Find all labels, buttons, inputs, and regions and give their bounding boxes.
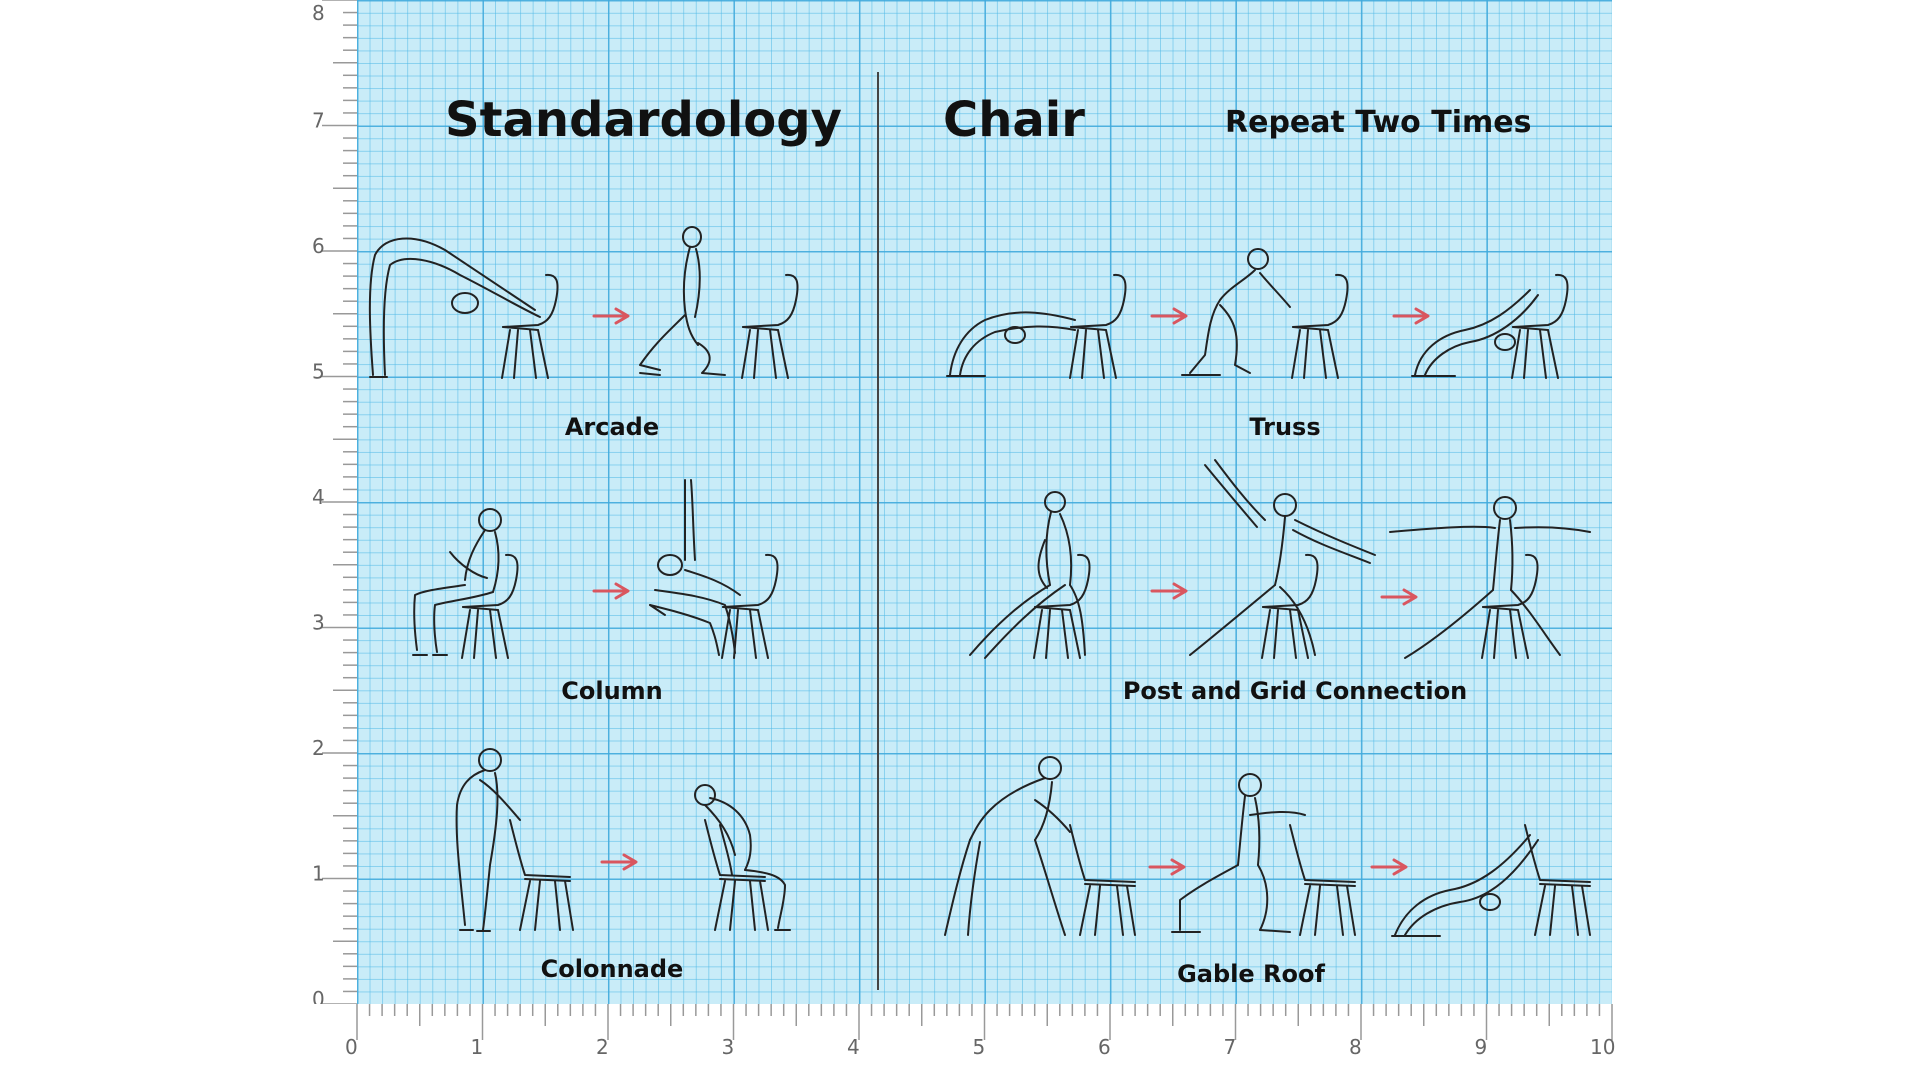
figure-post-seated-lunge <box>969 491 1086 659</box>
section-divider <box>877 72 879 990</box>
arrow-icon <box>1148 858 1186 876</box>
horizontal-ruler-label: 3 <box>722 1035 735 1059</box>
vertical-ruler-label: 7 <box>312 109 325 133</box>
horizontal-ruler-label: 10 <box>1590 1035 1615 1059</box>
figure-truss-reach <box>1411 289 1539 377</box>
chair-icon <box>1069 273 1127 379</box>
pose-label-truss: Truss <box>1249 413 1321 441</box>
arrow-icon <box>1392 307 1430 325</box>
figure-column-seated-twist <box>412 508 502 656</box>
arrow-icon <box>592 582 630 600</box>
horizontal-ruler-label: 4 <box>847 1035 860 1059</box>
horizontal-ruler-label: 9 <box>1475 1035 1488 1059</box>
pose-label-colonnade: Colonnade <box>540 955 684 983</box>
chair-icon <box>1033 553 1091 659</box>
arrow-icon <box>1150 307 1188 325</box>
vertical-ruler-label: 3 <box>312 611 325 635</box>
figure-arcade-kneeling <box>639 226 726 376</box>
horizontal-ruler-label: 6 <box>1098 1035 1111 1059</box>
figure-gable-kneeling-reach <box>1171 773 1306 933</box>
title-chair: Chair <box>943 92 1085 148</box>
horizontal-ruler-label: 0 <box>345 1035 358 1059</box>
figure-truss-child-pose <box>946 311 1076 377</box>
chair-icon <box>1289 824 1356 936</box>
vertical-ruler-label: 2 <box>312 736 325 760</box>
chair-icon <box>461 553 519 659</box>
horizontal-ruler-label: 8 <box>1349 1035 1362 1059</box>
arrow-icon <box>600 853 638 871</box>
chair-icon <box>1524 824 1591 936</box>
chair-icon <box>1511 273 1569 379</box>
vertical-ruler-label: 5 <box>312 360 325 384</box>
chair-icon <box>704 819 769 931</box>
chair-icon <box>509 819 574 931</box>
pose-label-gable-roof: Gable Roof <box>1177 960 1325 988</box>
pose-label-post-and-grid-connection: Post and Grid Connection <box>1122 677 1468 705</box>
vertical-ruler-label: 1 <box>312 862 325 886</box>
vertical-ruler-label: 6 <box>312 234 325 258</box>
figure-truss-tabletop <box>1181 248 1291 376</box>
figure-gable-child-reach <box>1391 834 1539 937</box>
chair-icon <box>1069 824 1136 936</box>
horizontal-ruler-label: 7 <box>1224 1035 1237 1059</box>
arrow-icon <box>1370 858 1408 876</box>
figure-post-extended-arms <box>1189 459 1376 656</box>
figure-colonnade-seated-forward <box>694 784 791 931</box>
chair-icon <box>501 273 559 379</box>
chair-icon <box>721 553 779 659</box>
pose-label-column: Column <box>561 677 663 705</box>
vertical-ruler-label: 0 <box>312 987 325 1004</box>
figure-colonnade-standing-hold <box>455 748 521 932</box>
arrow-icon <box>592 307 630 325</box>
chair-icon <box>1481 553 1539 659</box>
chair-icon <box>741 273 799 379</box>
figure-arcade-forward-fold <box>368 237 541 378</box>
horizontal-ruler-label: 5 <box>973 1035 986 1059</box>
vertical-ruler-label: 4 <box>312 485 325 509</box>
figure-gable-wide-stance <box>944 756 1071 936</box>
repeat-note: Repeat Two Times <box>1225 105 1532 140</box>
vertical-ruler: 0 1 2 3 4 5 6 7 8 <box>312 0 357 1004</box>
chair-icon <box>1261 553 1319 659</box>
arrow-icon <box>1380 588 1418 606</box>
figure-post-warrior <box>1389 496 1591 659</box>
arrow-icon <box>1150 582 1188 600</box>
horizontal-ruler-label: 1 <box>471 1035 484 1059</box>
chair-icon <box>1291 273 1349 379</box>
figure-column-side-bend <box>649 479 741 656</box>
graph-paper-grid <box>357 0 1612 1004</box>
horizontal-ruler-label: 2 <box>596 1035 609 1059</box>
title-standardology: Standardology <box>445 92 842 148</box>
pose-label-arcade: Arcade <box>564 413 660 441</box>
vertical-ruler-label: 8 <box>312 1 325 25</box>
horizontal-ruler: 0 1 2 3 4 5 6 7 8 9 10 <box>345 1004 1615 1059</box>
